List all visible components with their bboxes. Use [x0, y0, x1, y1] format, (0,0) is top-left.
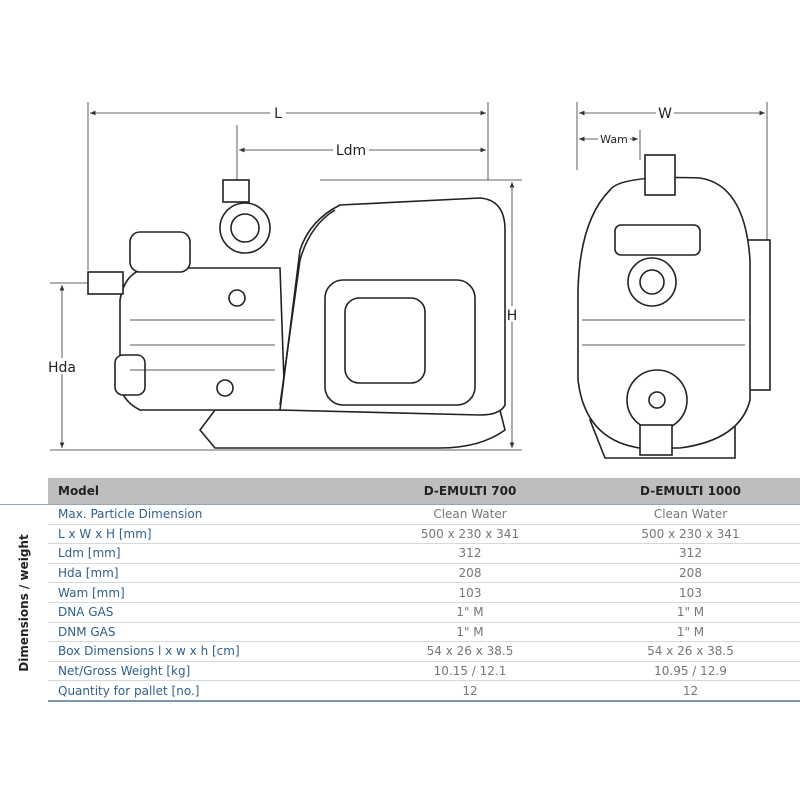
value-col1: 12 — [359, 680, 581, 702]
value-col2: 500 x 230 x 341 — [581, 524, 800, 545]
value-col2: 1" M — [581, 602, 800, 623]
row-label: Quantity for pallet [no.] — [48, 680, 359, 702]
row-label: Net/Gross Weight [kg] — [48, 661, 359, 682]
row-label: L x W x H [mm] — [48, 524, 359, 545]
value-col1: 103 — [359, 582, 581, 603]
row-label: Max. Particle Dimension — [48, 504, 359, 525]
row-label: Wam [mm] — [48, 582, 359, 603]
label-L: L — [274, 106, 282, 122]
value-col2: 312 — [581, 543, 800, 564]
table-header-row: Model D-EMULTI 700 D-EMULTI 1000 — [0, 478, 800, 505]
value-col2: 208 — [581, 563, 800, 584]
label-Wam: Wam — [600, 133, 628, 146]
pump-side-view — [87, 179, 506, 449]
value-col2: 10.95 / 12.9 — [581, 661, 800, 682]
value-col2: 1" M — [581, 622, 800, 643]
value-col2: 103 — [581, 582, 800, 603]
value-col1: 1" M — [359, 602, 581, 623]
section-label-cell: Dimensions / weight — [0, 505, 48, 701]
section-label: Dimensions / weight — [17, 534, 31, 672]
header-model: Model — [48, 478, 359, 505]
label-Hda: Hda — [48, 360, 76, 376]
value-col2: Clean Water — [581, 504, 800, 525]
label-W: W — [658, 106, 672, 122]
value-col2: 54 x 26 x 38.5 — [581, 641, 800, 662]
row-label: Hda [mm] — [48, 563, 359, 584]
value-col1: 500 x 230 x 341 — [359, 524, 581, 545]
spec-table: Model D-EMULTI 700 D-EMULTI 1000 Dimensi… — [0, 478, 800, 702]
row-label: Ldm [mm] — [48, 543, 359, 564]
pump-front-view — [577, 154, 771, 459]
label-H: H — [507, 308, 518, 324]
label-Ldm: Ldm — [336, 143, 366, 159]
row-label: DNA GAS — [48, 602, 359, 623]
value-col2: 12 — [581, 680, 800, 702]
row-label: Box Dimensions l x w x h [cm] — [48, 641, 359, 662]
value-col1: 312 — [359, 543, 581, 564]
value-col1: 1" M — [359, 622, 581, 643]
header-col2: D-EMULTI 1000 — [581, 478, 800, 505]
header-col1: D-EMULTI 700 — [359, 478, 581, 505]
value-col1: Clean Water — [359, 504, 581, 525]
pump-dimension-drawing: L Ldm H Hda W Wam — [46, 102, 771, 459]
value-col1: 54 x 26 x 38.5 — [359, 641, 581, 662]
value-col1: 10.15 / 12.1 — [359, 661, 581, 682]
value-col1: 208 — [359, 563, 581, 584]
row-label: DNM GAS — [48, 622, 359, 643]
table-row: Box Dimensions l x w x h [cm]54 x 26 x 3… — [0, 641, 800, 662]
table-row: Dimensions / weight Max. Particle Dimensi… — [0, 504, 800, 672]
